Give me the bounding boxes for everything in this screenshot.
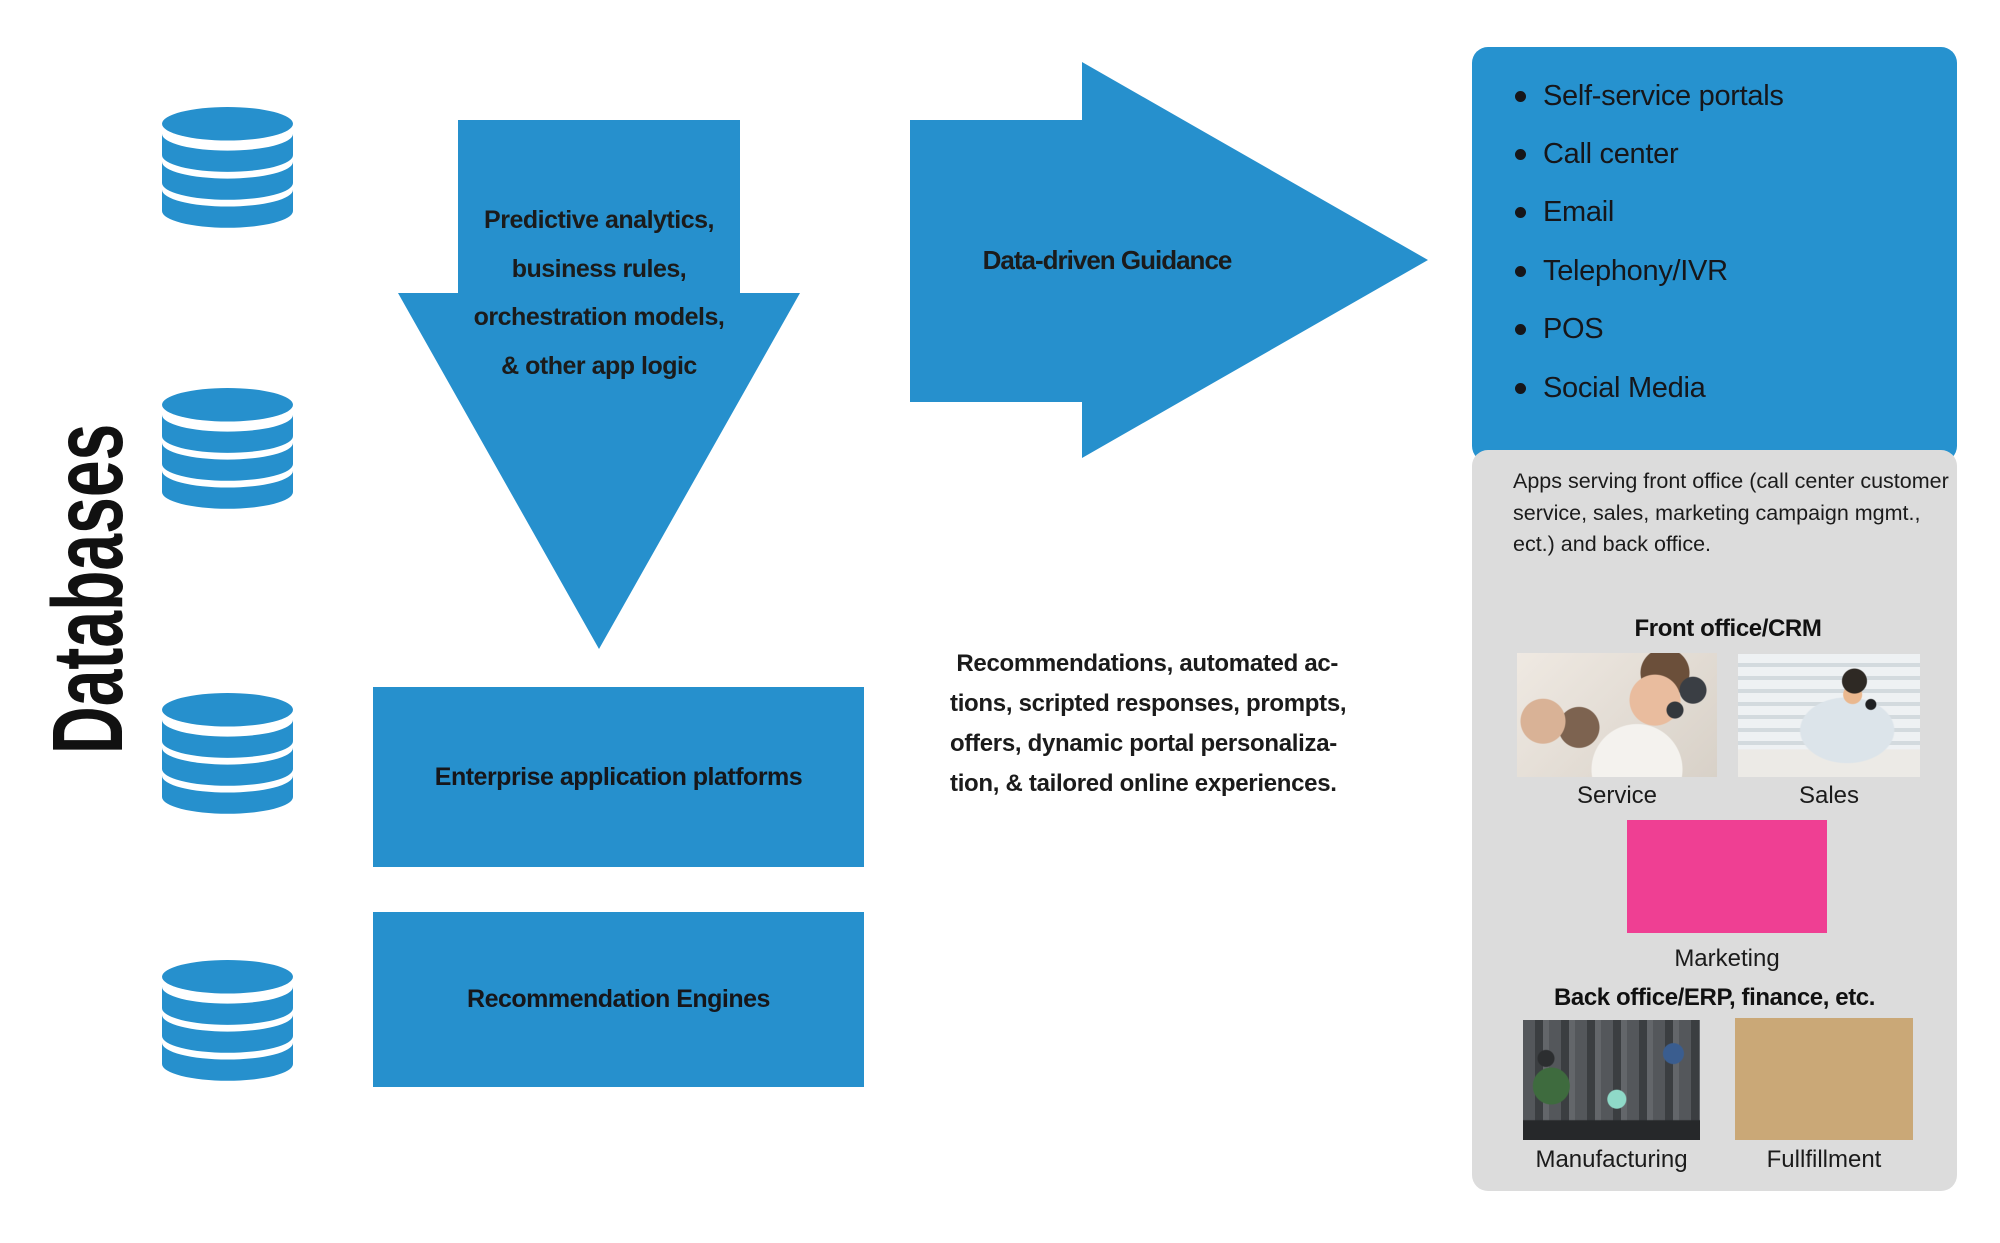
- bullet-icon: [1515, 265, 1526, 277]
- databases-title: Databases: [31, 419, 144, 759]
- channel-item-social-media: Social Media: [1472, 359, 1957, 417]
- right-arrow-shape: [910, 62, 1428, 458]
- channels-panel: Self-service portals Call center Email T…: [1472, 47, 1957, 462]
- down-arrow-line: & other app logic: [501, 351, 697, 380]
- channel-label: Telephony/IVR: [1543, 254, 1728, 287]
- marketing-caption: Marketing: [1674, 945, 1780, 972]
- bullet-icon: [1515, 382, 1526, 394]
- outcomes-text: Recommendations, automated ac- tions, sc…: [950, 644, 1420, 804]
- fulfillment-photo: [1735, 1018, 1913, 1140]
- channel-item-pos: POS: [1472, 301, 1957, 359]
- back-office-heading: Back office/ERP, finance, etc.: [1553, 984, 1876, 1011]
- channel-item-telephony-ivr: Telephony/IVR: [1472, 242, 1957, 300]
- channel-label: Self-service portals: [1543, 79, 1784, 112]
- service-caption: Service: [1576, 782, 1658, 809]
- channel-label: Call center: [1543, 138, 1679, 171]
- sales-caption: Sales: [1798, 782, 1860, 809]
- fulfillment-caption: Fullfillment: [1766, 1146, 1882, 1173]
- outcomes-line: Recommendations, automated ac-: [950, 650, 1339, 677]
- channel-label: POS: [1543, 313, 1604, 346]
- recommendation-engines-box: Recommendation Engines: [373, 912, 864, 1087]
- service-photo: [1517, 653, 1717, 777]
- marketing-photo: [1627, 820, 1827, 933]
- database-icon-4: [162, 960, 293, 1081]
- recommendation-engines-label: Recommendation Engines: [467, 985, 770, 1013]
- apps-panel: Apps serving front office (call center c…: [1472, 450, 1957, 1191]
- right-arrow-label: Data-driven Guidance: [982, 245, 1233, 275]
- bullet-icon: [1515, 207, 1526, 219]
- bullet-icon: [1515, 324, 1526, 336]
- channel-item-call-center: Call center: [1472, 125, 1957, 183]
- database-icon-1: [162, 107, 293, 228]
- database-icon-2: [162, 388, 293, 509]
- channel-label: Social Media: [1543, 371, 1706, 404]
- sales-photo: [1738, 654, 1920, 777]
- down-arrow: [398, 120, 800, 649]
- database-icon-3: [162, 693, 293, 814]
- bullet-icon: [1515, 149, 1526, 161]
- channel-item-self-service-portals: Self-service portals: [1472, 67, 1957, 125]
- down-arrow-line: orchestration models,: [473, 303, 725, 331]
- outcomes-line: offers, dynamic portal personaliza-: [950, 730, 1337, 757]
- channel-label: Email: [1543, 196, 1615, 229]
- manufacturing-caption: Manufacturing: [1535, 1146, 1688, 1173]
- bullet-icon: [1515, 90, 1526, 102]
- apps-description: Apps serving front office (call center c…: [1513, 469, 1949, 556]
- down-arrow-line: Predictive analytics,: [484, 206, 714, 234]
- front-office-heading: Front office/CRM: [1634, 615, 1822, 642]
- down-arrow-shape: [398, 120, 800, 649]
- channel-item-email: Email: [1472, 184, 1957, 242]
- enterprise-platforms-label: Enterprise application platforms: [434, 762, 803, 791]
- databases-title-text: Databases: [31, 423, 144, 755]
- right-arrow: [910, 62, 1428, 458]
- down-arrow-text: Predictive analytics, business rules, or…: [398, 196, 800, 390]
- down-arrow-line: business rules,: [511, 254, 687, 283]
- enterprise-platforms-box: Enterprise application platforms: [373, 687, 864, 867]
- outcomes-line: tion, & tailored online experiences.: [950, 770, 1337, 797]
- manufacturing-photo: [1523, 1020, 1700, 1140]
- outcomes-line: tions, scripted responses, prompts,: [950, 690, 1347, 717]
